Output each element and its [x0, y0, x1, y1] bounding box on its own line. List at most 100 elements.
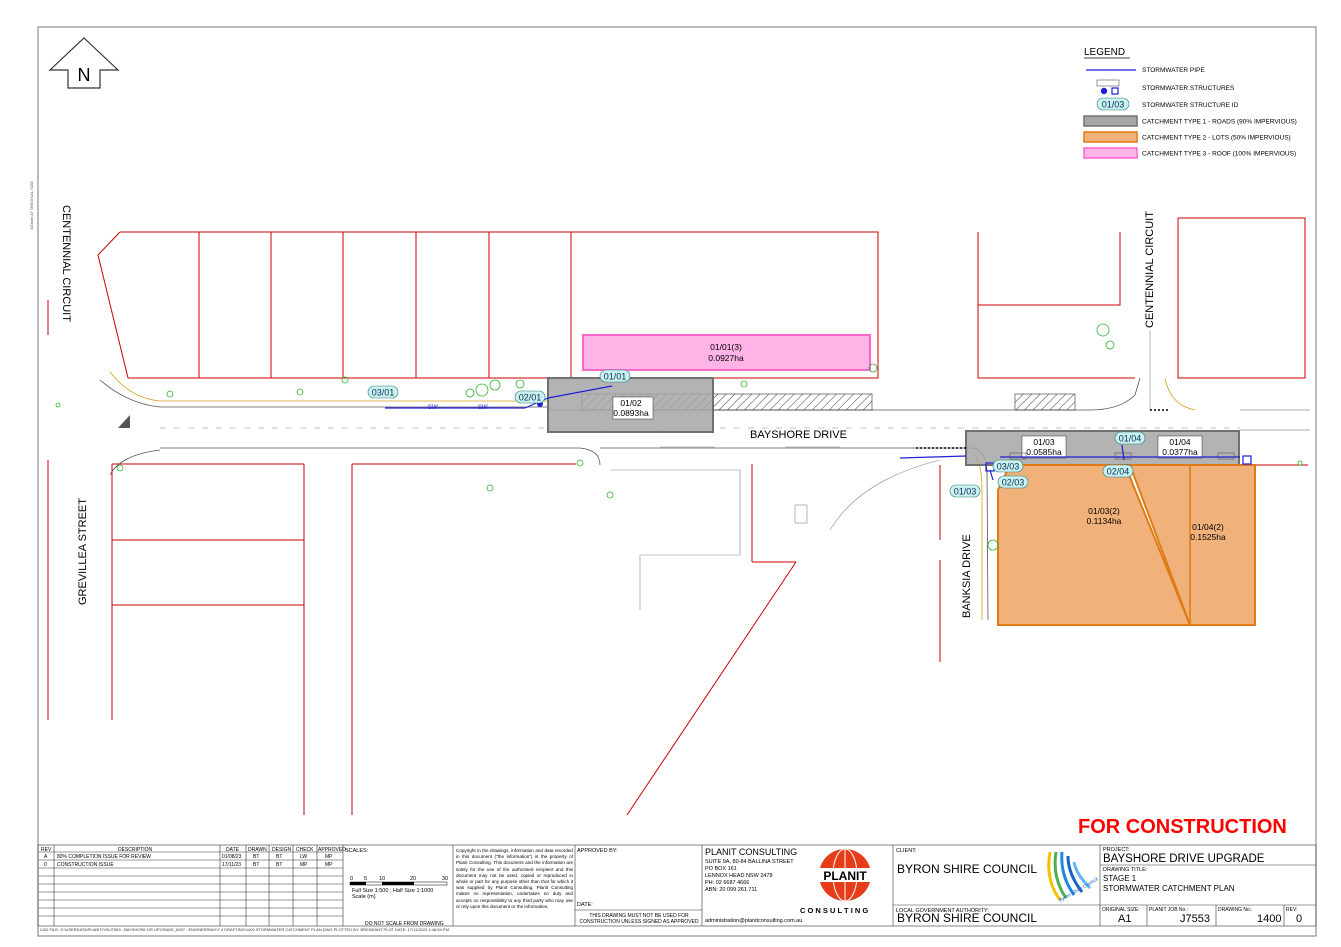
svg-text:DESCRIPTION: DESCRIPTION: [118, 847, 153, 853]
approval-warning: THIS DRAWING MUST NOT BE USED FOR CONSTR…: [579, 913, 699, 925]
svg-text:01/08/23: 01/08/23: [222, 854, 242, 860]
catchment-labels: 01/01(3) 0.0927ha 01/02 0.0893ha 01/03 0…: [612, 342, 1226, 542]
planit-logo: PLANIT C O N S U L T I N G: [800, 848, 878, 915]
structure-id: 01/01: [604, 372, 627, 382]
svg-text:BAYSHORE DRIVE UPGRADE: BAYSHORE DRIVE UPGRADE: [1103, 853, 1265, 865]
catchment-id: 01/02: [620, 398, 642, 408]
catchment-id: 01/03: [1033, 437, 1055, 447]
svg-text:ABN: 20 099 261 711: ABN: 20 099 261 711: [705, 887, 757, 893]
catchment-area: 0.1525ha: [1190, 532, 1226, 542]
svg-text:Scale (m): Scale (m): [352, 894, 376, 900]
side-note: 100mm AT ORIGINAL SIZE: [29, 181, 34, 230]
catchment-area: 0.0377ha: [1162, 447, 1198, 457]
legend: LEGEND STORMWATER PIPE STORMWATER STRUCT…: [1083, 47, 1297, 159]
svg-text:0: 0: [1296, 913, 1302, 925]
svg-text:REV:: REV:: [1286, 907, 1297, 913]
structure-id: 02/01: [519, 393, 542, 403]
catchment-id: 01/01(3): [710, 342, 742, 352]
legend-item-roads: CATCHMENT TYPE 1 - ROADS (90% IMPERVIOUS…: [1142, 119, 1297, 126]
catchment-id: 01/04: [1169, 437, 1191, 447]
catchment-area: 0.1134ha: [1087, 516, 1122, 526]
legend-roads-swatch: [1083, 115, 1138, 127]
svg-text:30: 30: [442, 876, 448, 882]
svg-text:PO BOX 161: PO BOX 161: [705, 866, 737, 872]
svg-text:REV: REV: [41, 847, 52, 853]
svg-text:administration@planitconsultin: administration@planitconsulting.com.au: [705, 918, 802, 924]
svg-text:17/11/23: 17/11/23: [222, 862, 241, 868]
svg-text:BT: BT: [276, 862, 282, 868]
svg-text:PROJECT:: PROJECT:: [1103, 847, 1130, 853]
legend-item-lots: CATCHMENT TYPE 2 - LOTS (50% IMPERVIOUS): [1142, 135, 1291, 142]
svg-text:APPROVED BY:: APPROVED BY:: [577, 848, 618, 854]
svg-text:CHECK: CHECK: [296, 847, 314, 853]
svg-text:DRAWING TITLE:: DRAWING TITLE:: [1103, 867, 1148, 873]
legend-roof-swatch: [1083, 147, 1138, 159]
structure-ids: 01/01 02/01 03/01 01/04 02/04 03/03 02/0…: [367, 369, 1146, 498]
svg-text:BYRON SHIRE COUNCIL: BYRON SHIRE COUNCIL: [897, 911, 1037, 925]
catchment-area: 0.0927ha: [708, 353, 744, 363]
structure-id: 03/01: [372, 388, 395, 398]
street-grevillea: GREVILLEA STREET: [77, 498, 89, 605]
svg-text:CLIENT:: CLIENT:: [896, 848, 917, 854]
svg-text:20: 20: [410, 876, 416, 882]
svg-text:PLANIT CONSULTING: PLANIT CONSULTING: [705, 847, 797, 857]
svg-text:J7553: J7553: [1180, 913, 1210, 925]
for-construction-stamp: FOR CONSTRUCTION: [1078, 816, 1287, 838]
catchment-area: 0.0585ha: [1026, 447, 1062, 457]
legend-item-structures: STORMWATER STRUCTURES: [1142, 85, 1235, 92]
svg-text:SCALES:: SCALES:: [345, 848, 369, 854]
svg-text:MP: MP: [325, 862, 333, 868]
svg-text:LOCAL GOVERNMENT AUTHORITY:: LOCAL GOVERNMENT AUTHORITY:: [896, 908, 989, 914]
catchment-id: 01/03(2): [1088, 506, 1120, 516]
pipe-label: SW: [478, 405, 488, 411]
approval-block: APPROVED BY: DATE:: [577, 848, 618, 908]
svg-text:A1: A1: [1118, 913, 1131, 925]
svg-text:APPROVED: APPROVED: [318, 847, 346, 853]
structure-id: 01/03: [954, 487, 977, 497]
catchment-roof-0101-3: [582, 334, 871, 371]
structure-id: 02/04: [1107, 467, 1130, 477]
catchment-area: 0.0893ha: [613, 408, 649, 418]
svg-text:BYRON SHIRE COUNCIL: BYRON SHIRE COUNCIL: [897, 862, 1037, 876]
svg-text:0: 0: [44, 862, 47, 868]
catchment-lots-0104-2: [1128, 464, 1256, 626]
svg-text:DRAWING No.:: DRAWING No.:: [1218, 907, 1253, 913]
street-labels: CENTENNIAL CIRCUIT GREVILLEA STREET BAYS…: [60, 205, 1156, 618]
svg-text:PH: 02 6687 4666: PH: 02 6687 4666: [705, 880, 749, 886]
street-banksia: BANKSIA DRIVE: [961, 534, 973, 618]
svg-text:SUITE 9A, 80-84 BALLINA STREET: SUITE 9A, 80-84 BALLINA STREET: [705, 859, 794, 865]
street-centennial-left: CENTENNIAL CIRCUIT: [60, 205, 72, 322]
project-block: PROJECT: BAYSHORE DRIVE UPGRADE DRAWING …: [1102, 847, 1302, 925]
svg-text:BT: BT: [253, 854, 259, 860]
legend-id-sample: 01/03: [1102, 100, 1125, 110]
legend-item-structure-id: STORMWATER STRUCTURE ID: [1142, 102, 1239, 109]
svg-text:10: 10: [379, 876, 385, 882]
legend-structure-icon: [1096, 79, 1120, 95]
svg-text:0: 0: [350, 876, 353, 882]
svg-text:CONSTRUCTION ISSUE: CONSTRUCTION ISSUE: [57, 862, 114, 868]
copyright-note: Copyright in the drawings, information a…: [456, 848, 573, 909]
logo-text: PLANIT: [823, 869, 867, 883]
street-bayshore: BAYSHORE DRIVE: [750, 429, 847, 441]
logo-sub: C O N S U L T I N G: [800, 906, 868, 915]
structure-id: 03/03: [997, 462, 1020, 472]
legend-item-roof: CATCHMENT TYPE 3 - ROOF (100% IMPERVIOUS…: [1142, 151, 1296, 158]
pipe-label: SW: [428, 405, 438, 411]
svg-text:MP: MP: [300, 862, 308, 868]
svg-text:Full Size 1:500 ; Half Size 1:: Full Size 1:500 ; Half Size 1:1000: [352, 888, 433, 894]
svg-text:5: 5: [364, 876, 367, 882]
svg-text:STORMWATER CATCHMENT PLAN: STORMWATER CATCHMENT PLAN: [1103, 884, 1235, 893]
svg-text:BT: BT: [253, 862, 259, 868]
svg-text:LENNOX HEAD NSW 2478: LENNOX HEAD NSW 2478: [705, 873, 773, 879]
scale-block: SCALES: 0 5 10 20 30 Full Size 1:500 ; H…: [345, 848, 448, 927]
svg-text:1400: 1400: [1257, 913, 1281, 925]
cad-file-note: CAD FILE: G:\USERDATA\PLANIT\YN\J7553 - …: [40, 927, 449, 932]
svg-text:LW: LW: [300, 854, 307, 860]
svg-text:DO NOT SCALE FROM DRAWING: DO NOT SCALE FROM DRAWING: [365, 921, 444, 927]
north-arrow: N: [48, 37, 120, 89]
legend-lots-swatch: [1083, 131, 1138, 143]
vegetation: [55, 323, 1303, 551]
legend-title: LEGEND: [1084, 47, 1125, 58]
legend-item-pipe: STORMWATER PIPE: [1142, 67, 1205, 74]
